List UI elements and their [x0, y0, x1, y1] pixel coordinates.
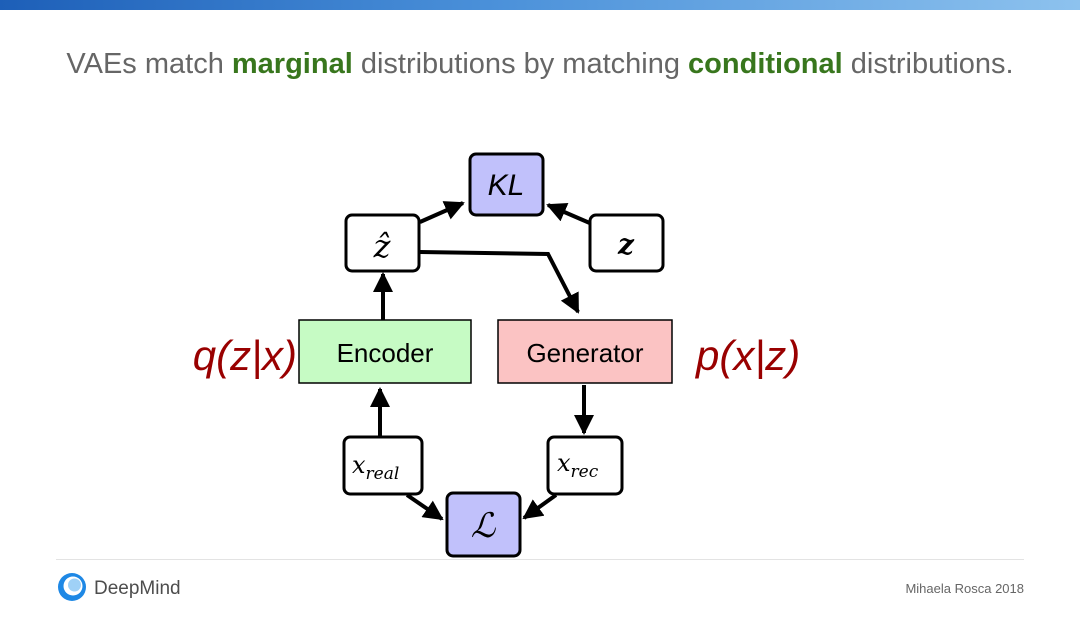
x-real-label: x [352, 451, 366, 479]
x-rec-subscript: rec [571, 462, 599, 482]
arrow-xrec-to-loss [522, 493, 558, 520]
title-text-3: distributions. [842, 48, 1014, 80]
arrow-zhat-to-kl [419, 201, 465, 224]
encoder-label: Encoder [337, 338, 434, 368]
kl-node: KL [468, 152, 545, 217]
p-label: p(x|z) [694, 332, 800, 380]
top-accent-bar [0, 0, 1080, 10]
deepmind-logo-icon [58, 573, 86, 601]
brand-name: DeepMind [94, 578, 181, 599]
loss-label: ℒ [471, 506, 497, 546]
generator-label: Generator [526, 338, 643, 368]
slide-title: VAEs match marginal distributions by mat… [0, 48, 1080, 81]
kl-label: KL [488, 169, 525, 202]
arrows [370, 201, 594, 521]
svg-text:xrec: xrec [557, 449, 599, 482]
x-rec-label: x [557, 449, 571, 477]
svg-text:xreal: xreal [352, 451, 399, 484]
arrow-zhat-to-generator [419, 250, 580, 314]
z-hat-label: ẑ [373, 227, 392, 265]
generator-node: Generator [497, 319, 673, 384]
title-text-1: VAEs match [66, 48, 232, 80]
z-label: z [617, 228, 635, 261]
title-text-2: distributions by matching [352, 48, 689, 80]
arrow-z-to-kl [546, 202, 593, 226]
title-highlight-conditional: conditional [688, 48, 843, 80]
loss-node: ℒ [445, 491, 522, 558]
author-credit: Mihaela Rosca 2018 [905, 581, 1024, 596]
encoder-node: Encoder [298, 319, 472, 384]
z-node: z [588, 213, 665, 273]
q-label: q(z|x) [193, 332, 297, 380]
x-real-node: xreal [342, 435, 424, 496]
x-rec-node: xrec [546, 435, 624, 496]
title-highlight-marginal: marginal [231, 48, 353, 80]
arrow-xreal-to-loss [405, 493, 444, 521]
footer-divider [56, 559, 1024, 560]
x-real-subscript: real [366, 464, 400, 484]
z-hat-node: ẑ [344, 213, 421, 273]
